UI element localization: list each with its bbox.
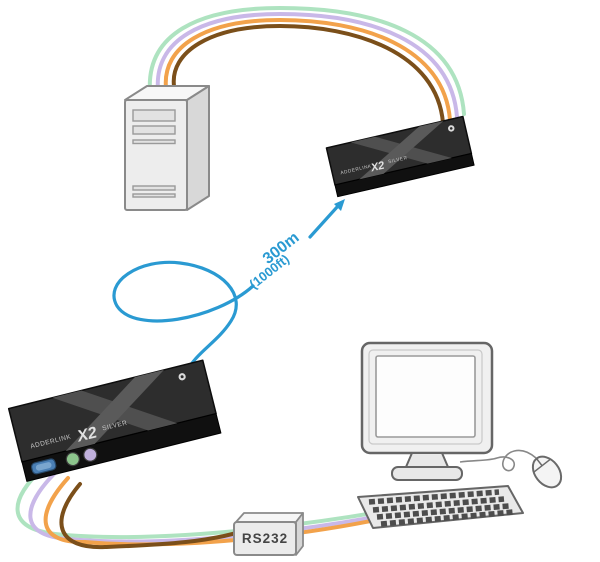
local-extender-front-face [334,153,475,198]
local-extender-edition-label: SILVER [388,155,409,165]
host-cable-purple [155,11,459,119]
host-cable-green [147,5,466,116]
host-cable-orange [163,17,452,122]
local-extender-unit: ADDERLINK X2 SILVER [325,115,475,198]
keyboard [357,485,524,529]
rs232-front-face [233,521,297,556]
tower-drive-bay-1 [132,109,176,122]
tower-side-face [186,85,210,211]
monitor [360,341,494,481]
monitor-stand-base [391,466,463,481]
computer-tower [124,85,210,211]
remote-extender-x-graphic [65,369,164,452]
tower-floppy-slot [132,139,176,145]
tower-vent-2 [132,193,176,198]
distance-label: 300m (1000ft) [246,229,302,291]
host-cable-brown [171,23,445,125]
monitor-bezel-inner-line [368,349,483,445]
ps2-mouse-port [65,452,80,467]
vga-port [30,458,57,475]
rs232-adapter: RS232 [233,512,304,556]
mouse [531,455,563,489]
blue-cable-upper-segment [308,204,340,239]
rs232-side-face [295,512,304,556]
keyboard-key-row [372,496,505,513]
keyboard-key-row [376,503,510,520]
tower-drive-bay-2 [132,125,176,135]
blue-cable-arrowhead-icon [334,199,345,211]
adder-logo-icon [178,373,186,381]
local-extender-model-label: X2 [369,160,386,175]
rs232-label: RS232 [242,531,288,546]
host-cable-bundle [147,5,466,125]
ps2-keyboard-port [83,447,98,462]
blue-cable-loop-segment [112,260,255,375]
adder-logo-icon [448,125,455,132]
keyboard-key-row [380,509,514,527]
tower-vent-1 [132,185,176,191]
remote-extender-model-label: X2 [75,424,99,445]
console-cable-brown [59,482,256,550]
rs232-top-face [235,512,304,523]
mouse-cable [459,449,537,472]
monitor-stand-neck [404,452,450,468]
keyboard-key-row [368,489,500,505]
mouse-body [531,455,563,489]
monitor-screen [375,355,476,438]
local-extender-x-graphic [359,120,444,180]
mouse-button-divider [536,458,543,467]
remote-extender-unit: ADDERLINK X2 SILVER [7,359,222,482]
